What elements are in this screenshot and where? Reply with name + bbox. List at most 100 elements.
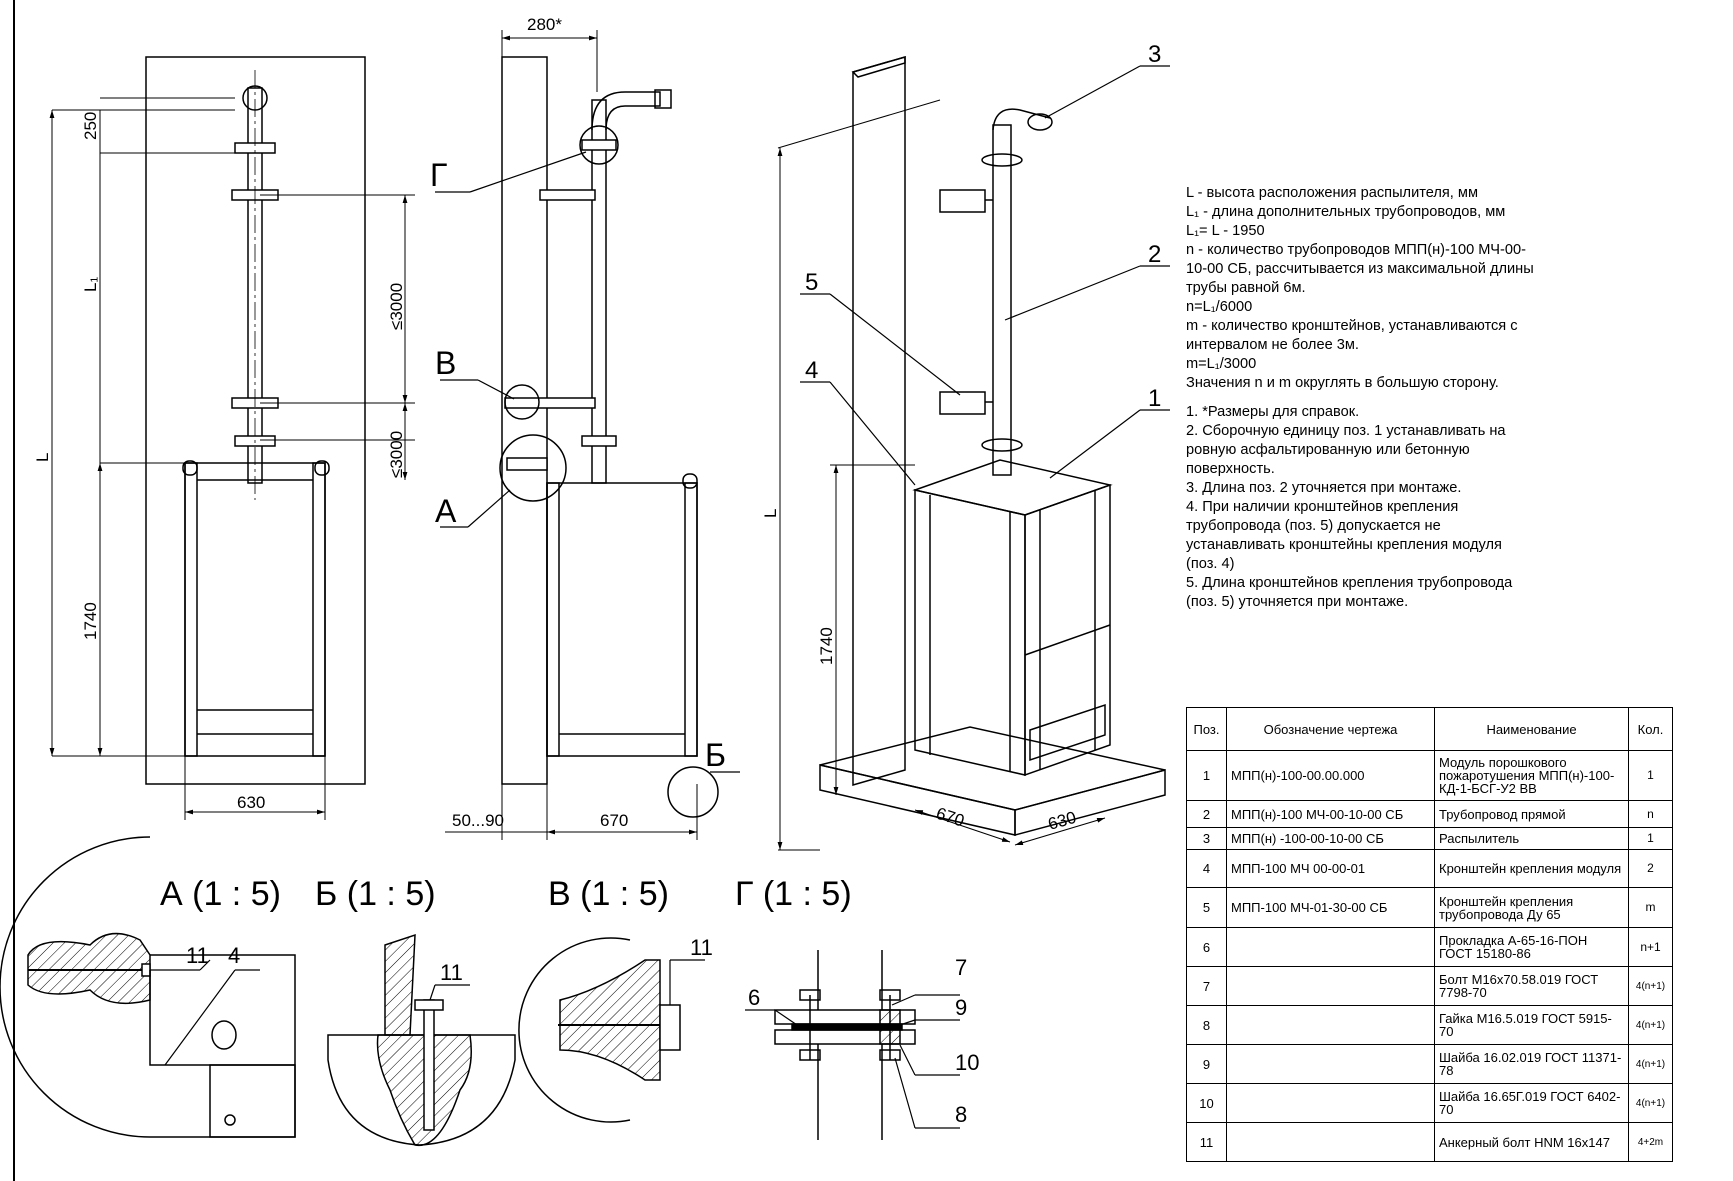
detail-B-labels: 11 [440,960,463,985]
spec-qty: 1 [1628,750,1673,801]
iso-view-labels: 3 2 5 4 1 L 1740 670 630 [761,41,1161,834]
spec-code [1226,1044,1435,1084]
callout-B: Б [705,737,726,773]
detail-B [327,933,516,1147]
spec-name: Трубопровод прямой [1434,800,1629,828]
detail-title-A: А (1 : 5) [160,875,281,913]
spec-qty: 4(n+1) [1628,1005,1673,1045]
dim-le3000-a: ≤3000 [387,283,406,330]
dim-670-side: 670 [600,811,628,830]
dim-250: 250 [81,112,100,140]
spec-pos: 1 [1186,750,1227,801]
note-req-line: 1. *Размеры для справок. [1186,404,1360,420]
spec-name: Кронштейн крепления модуля [1434,849,1629,888]
note-def-line: интервалом не более 3м. [1186,337,1359,353]
note-def-line: L₁= L - 1950 [1186,223,1265,239]
spec-qty: n [1628,800,1673,828]
spec-code: МПП(н)-100 МЧ-00-10-00 СБ [1226,800,1435,828]
table-row: 1 МПП(н)-100-00.00.000 Модуль порошковог… [1186,750,1673,801]
spec-qty: m [1628,887,1673,928]
spec-name: Гайка М16.5.019 ГОСТ 5915-70 [1434,1005,1629,1045]
spec-qty: 4(n+1) [1628,966,1673,1006]
note-def-line: 10-00 СБ, рассчитывается из максимальной… [1186,261,1534,277]
spec-header-code: Обозначение чертежа [1226,707,1435,751]
detail-G [745,950,960,1140]
pos-2: 2 [1148,241,1161,268]
dim-le3000-b: ≤3000 [387,431,406,478]
detail-title-G: Г (1 : 5) [735,875,852,913]
spec-name: Шайба 16.02.019 ГОСТ 11371-78 [1434,1044,1629,1084]
detail-G-labels: 6 7 9 10 8 [748,955,979,1127]
detail-A-labels: 11 4 [186,943,240,968]
spec-header-qty: Кол. [1628,707,1673,751]
note-req-line: (поз. 5) уточняется при монтаже. [1186,594,1409,610]
callout-G: Г [430,157,447,193]
spec-qty: 4(n+1) [1628,1044,1673,1084]
table-row: 8 Гайка М16.5.019 ГОСТ 5915-70 4(n+1) [1186,1005,1673,1045]
spec-code [1226,927,1435,967]
spec-qty: 4(n+1) [1628,1083,1673,1123]
notes-block: L - высота расположения распылителя, мм … [1186,184,1626,612]
dim-670-iso: 670 [934,804,967,831]
detail-title-B: Б (1 : 5) [315,875,436,913]
spec-name: Модуль порошкового пожаротушения МПП(н)-… [1434,750,1629,801]
spec-header-pos: Поз. [1186,707,1227,751]
note-req-line: 2. Сборочную единицу поз. 1 устанавливат… [1186,423,1506,439]
callout-V: В [435,345,456,381]
note-def-line: трубы равной 6м. [1186,280,1306,296]
table-row: 5 МПП-100 МЧ-01-30-00 СБ Кронштейн крепл… [1186,887,1673,928]
spec-pos: 11 [1186,1122,1227,1162]
spec-pos: 6 [1186,927,1227,967]
spec-pos: 3 [1186,827,1227,850]
detail-G-label-8: 8 [955,1102,967,1127]
note-def-line: L - высота расположения распылителя, мм [1186,185,1478,201]
detail-titles: А (1 : 5) Б (1 : 5) В (1 : 5) Г (1 : 5) [160,875,852,913]
dim-L-iso: L [761,509,780,518]
detail-A [0,836,296,1138]
dim-L1: L₁ [81,277,100,292]
table-row: 6 Прокладка А-65-16-ПОН ГОСТ 15180-86 n+… [1186,927,1673,967]
spec-code: МПП(н)-100-00.00.000 [1226,750,1435,801]
spec-pos: 5 [1186,887,1227,928]
spec-code [1226,1083,1435,1123]
spec-qty: 2 [1628,849,1673,888]
front-view [49,56,415,820]
table-row: 7 Болт М16x70.58.019 ГОСТ 7798-70 4(n+1) [1186,966,1673,1006]
detail-B-label-11: 11 [440,960,463,985]
dim-1740-front: 1740 [81,602,100,640]
spec-name: Шайба 16.65Г.019 ГОСТ 6402-70 [1434,1083,1629,1123]
detail-A-label-11: 11 [186,943,209,968]
spec-code [1226,966,1435,1006]
detail-V [518,937,705,1123]
detail-V-label-11: 11 [690,935,713,960]
dim-1740-iso: 1740 [817,627,836,665]
note-def-line: n - количество трубопроводов МПП(н)-100 … [1186,242,1526,258]
spec-name: Анкерный болт HNM 16x147 [1434,1122,1629,1162]
spec-header-row: Поз. Обозначение чертежа Наименование Ко… [1186,707,1673,751]
dim-L-front: L [33,453,52,462]
front-view-dimensions: 250 L₁ ≤3000 ≤3000 L 1740 630 [33,112,406,812]
spec-pos: 8 [1186,1005,1227,1045]
side-view-labels: 280* Г В А Б 50...90 670 [430,15,726,830]
spec-header-name: Наименование [1434,707,1629,751]
spec-table: Поз. Обозначение чертежа Наименование Ко… [1186,707,1673,1162]
spec-code: МПП(н) -100-00-10-00 СБ [1226,827,1435,850]
detail-G-label-9: 9 [955,995,967,1020]
spec-code: МПП-100 МЧ-01-30-00 СБ [1226,887,1435,928]
pos-1: 1 [1148,385,1161,412]
table-row: 3 МПП(н) -100-00-10-00 СБ Распылитель 1 [1186,827,1673,850]
spec-name: Кронштейн крепления трубопровода Ду 65 [1434,887,1629,928]
dim-630-front: 630 [237,793,265,812]
pos-4: 4 [805,357,818,384]
table-row: 4 МПП-100 МЧ 00-00-01 Кронштейн креплени… [1186,849,1673,888]
note-req-line: 4. При наличии кронштейнов крепления [1186,499,1459,515]
iso-view [777,56,1170,851]
note-req-line: ровную асфальтированную или бетонную [1186,442,1470,458]
detail-title-V: В (1 : 5) [548,875,669,913]
detail-A-label-4: 4 [228,943,240,968]
note-req-line: поверхность. [1186,461,1275,477]
table-row: 11 Анкерный болт HNM 16x147 4+2m [1186,1122,1673,1162]
spec-pos: 2 [1186,800,1227,828]
table-row: 2 МПП(н)-100 МЧ-00-10-00 СБ Трубопровод … [1186,800,1673,828]
